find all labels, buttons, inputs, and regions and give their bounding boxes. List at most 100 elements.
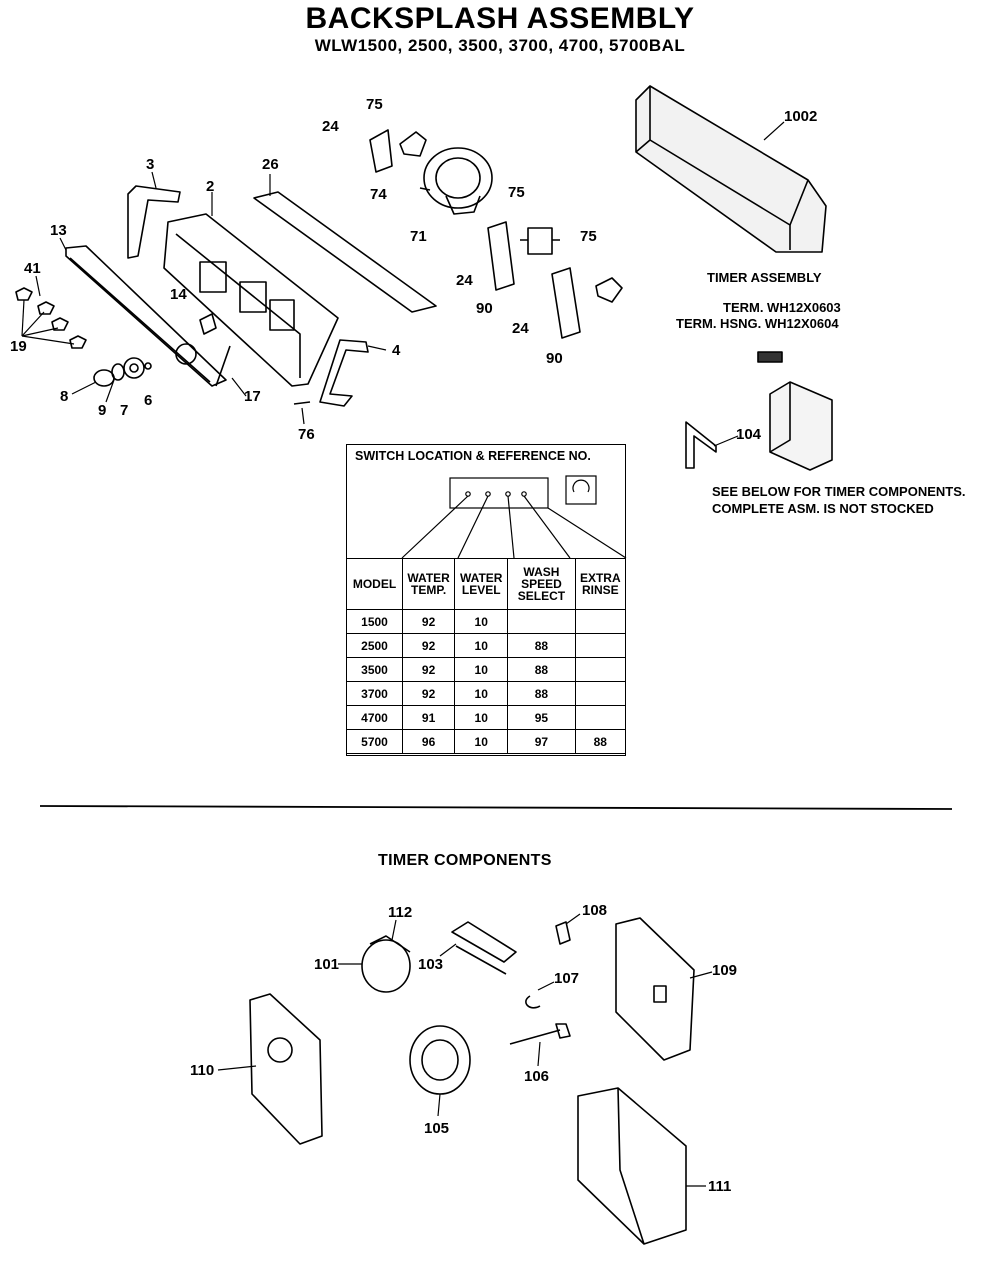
table-cell: 92 — [401, 633, 456, 658]
callout-109: 109 — [712, 962, 738, 979]
callout-1002: 1002 — [784, 108, 818, 125]
timer-frame-110-part — [249, 993, 323, 1145]
callout-104: 104 — [736, 426, 762, 443]
callout-74: 74 — [370, 186, 387, 203]
callout-6: 6 — [144, 392, 153, 409]
table-cell: 10 — [454, 729, 509, 754]
see-below-note: SEE BELOW FOR TIMER COMPONENTS. — [712, 484, 966, 499]
table-cell: 2500 — [346, 633, 403, 658]
table-cell: 92 — [401, 657, 456, 682]
cam-drum-part — [409, 1025, 471, 1095]
col-header-model: MODEL — [346, 558, 403, 610]
bracket-104-part — [685, 421, 717, 469]
shaft-106-part — [509, 1023, 571, 1045]
timer-cover-111-part — [577, 1087, 687, 1245]
bracket-left-part — [127, 185, 181, 259]
callout-17: 17 — [244, 388, 261, 405]
table-cell: 10 — [454, 609, 509, 634]
callout-75-b: 75 — [508, 184, 525, 201]
bracket-74-part — [369, 129, 393, 173]
trim-strip-part — [253, 191, 437, 313]
table-cell — [574, 633, 627, 658]
dial-part — [123, 357, 145, 379]
callout-107: 107 — [554, 970, 580, 987]
terminal-block-part — [451, 921, 517, 975]
table-cell: 10 — [454, 633, 509, 658]
table-row: 3700 92 10 88 — [346, 681, 627, 706]
table-cell: 97 — [507, 729, 576, 754]
table-row: 1500 92 10 — [346, 609, 627, 634]
callout-112: 112 — [388, 904, 413, 921]
timer-motor-part — [361, 935, 411, 993]
clip-14-part — [199, 313, 217, 335]
callout-111: 111 — [708, 1178, 732, 1195]
callout-7: 7 — [120, 402, 129, 419]
callout-103: 103 — [418, 956, 444, 973]
clip-part — [144, 362, 152, 370]
table-cell: 92 — [401, 681, 456, 706]
table-cell: 10 — [454, 705, 509, 730]
console-frame-part — [163, 213, 339, 387]
table-cell: 88 — [507, 633, 576, 658]
link-17-part — [215, 345, 231, 387]
timer-assembly-part — [757, 351, 833, 471]
switch-table-title: SWITCH LOCATION & REFERENCE NO. — [355, 449, 591, 463]
front-panel-part — [65, 245, 227, 387]
table-cell: 92 — [401, 609, 456, 634]
table-row: 2500 92 10 88 — [346, 633, 627, 658]
callout-101: 101 — [314, 956, 340, 973]
terminal-housing-part-number: TERM. HSNG. WH12X0604 — [676, 316, 839, 331]
callout-4: 4 — [392, 342, 401, 359]
knob-75a-part — [399, 131, 427, 157]
callout-24-c: 24 — [512, 320, 529, 337]
timer-assembly-heading: TIMER ASSEMBLY — [707, 270, 822, 285]
knob-75c-part — [595, 277, 623, 303]
table-cell: 96 — [401, 729, 456, 754]
table-cell: 3500 — [346, 657, 403, 682]
callout-110: 110 — [190, 1062, 215, 1079]
table-cell: 10 — [454, 681, 509, 706]
table-row: 3500 92 10 88 — [346, 657, 627, 682]
table-cell: 91 — [401, 705, 456, 730]
screw-76-part — [293, 401, 311, 405]
console-outline — [449, 477, 549, 509]
table-cell: 10 — [454, 657, 509, 682]
table-cell: 88 — [507, 681, 576, 706]
table-cell — [507, 609, 576, 634]
col-header-wash-speed-select: WASH SPEED SELECT — [507, 558, 576, 610]
knob-cap-part-d — [69, 335, 87, 349]
terminal-part-number: TERM. WH12X0603 — [723, 300, 841, 315]
model-list: WLW1500, 2500, 3500, 3700, 4700, 5700BAL — [314, 36, 686, 55]
callout-108: 108 — [582, 902, 608, 919]
spring-108-part — [555, 921, 571, 945]
section-divider — [39, 805, 953, 810]
callout-2: 2 — [206, 178, 215, 195]
callout-26: 26 — [262, 156, 279, 173]
knob-part — [93, 369, 115, 387]
col-header-water-level: WATER LEVEL — [454, 558, 509, 610]
col-header-water-temp: WATER TEMP. — [401, 558, 456, 610]
callout-9: 9 — [98, 402, 107, 419]
callout-90: 90 — [476, 300, 493, 317]
not-stocked-note: COMPLETE ASM. IS NOT STOCKED — [712, 501, 934, 516]
callout-105: 105 — [424, 1120, 450, 1137]
callout-3: 3 — [146, 156, 155, 173]
table-row: 4700 91 10 95 — [346, 705, 627, 730]
callout-76: 76 — [298, 426, 315, 443]
table-cell — [574, 681, 627, 706]
bracket-right-part — [319, 339, 369, 407]
table-cell — [574, 609, 627, 634]
timer-components-heading: TIMER COMPONENTS — [378, 852, 552, 869]
table-cell: 1500 — [346, 609, 403, 634]
knob-cap-part-b — [37, 301, 55, 315]
knob-skirt-part — [111, 363, 125, 381]
callout-13: 13 — [50, 222, 67, 239]
table-cell: 4700 — [346, 705, 403, 730]
selector-switch-part — [419, 147, 493, 215]
backsplash-cover-part — [635, 85, 827, 253]
page-title: BACKSPLASH ASSEMBLY — [305, 2, 695, 35]
callout-14: 14 — [170, 286, 187, 303]
callout-24: 24 — [322, 118, 339, 135]
knob-cap-part-a — [15, 287, 33, 301]
